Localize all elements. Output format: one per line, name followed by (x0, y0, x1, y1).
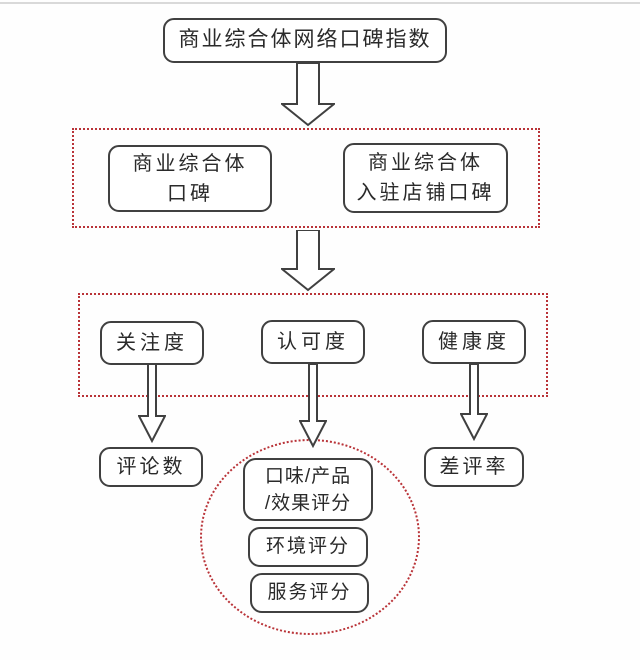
node-taste-score-line2: /效果评分 (264, 492, 352, 514)
node-attention: 关注度 (100, 321, 204, 365)
down-arrow-icon (281, 230, 335, 292)
node-recognition-label: 认可度 (277, 330, 349, 353)
down-arrow-icon (138, 364, 166, 443)
node-environment-score-label: 环境评分 (265, 536, 350, 558)
node-complex-wom-line2: 口碑 (167, 182, 213, 205)
root-node-network-wom-index: 商业综合体网络口碑指数 (163, 18, 447, 63)
node-complex-wom-line1: 商业综合体 (132, 152, 248, 175)
node-taste-product-effect-score: 口味/产品 /效果评分 (243, 458, 373, 521)
node-bad-review-rate-label: 差评率 (439, 455, 509, 478)
node-bad-review-rate: 差评率 (424, 447, 524, 487)
node-service-score: 服务评分 (250, 573, 369, 613)
node-store-wom: 商业综合体 入驻店铺口碑 (343, 143, 508, 213)
down-arrow-icon (281, 62, 335, 127)
down-arrow-icon (460, 364, 488, 441)
node-comment-count-label: 评论数 (116, 455, 186, 478)
down-arrow-icon (299, 364, 327, 448)
node-service-score-label: 服务评分 (267, 582, 352, 604)
node-store-wom-line2: 入驻店铺口碑 (356, 182, 495, 204)
node-recognition: 认可度 (261, 320, 365, 364)
node-comment-count: 评论数 (99, 447, 203, 487)
node-taste-score-line1: 口味/产品 (264, 465, 352, 487)
node-health: 健康度 (422, 320, 526, 364)
node-store-wom-line1: 商业综合体 (368, 152, 483, 174)
level2-dotted-group (72, 128, 540, 228)
node-complex-wom: 商业综合体 口碑 (108, 145, 272, 212)
node-environment-score: 环境评分 (248, 527, 368, 567)
root-node-label: 商业综合体网络口碑指数 (178, 28, 432, 52)
node-attention-label: 关注度 (116, 331, 188, 354)
node-health-label: 健康度 (438, 330, 510, 353)
top-divider-line (0, 2, 640, 4)
